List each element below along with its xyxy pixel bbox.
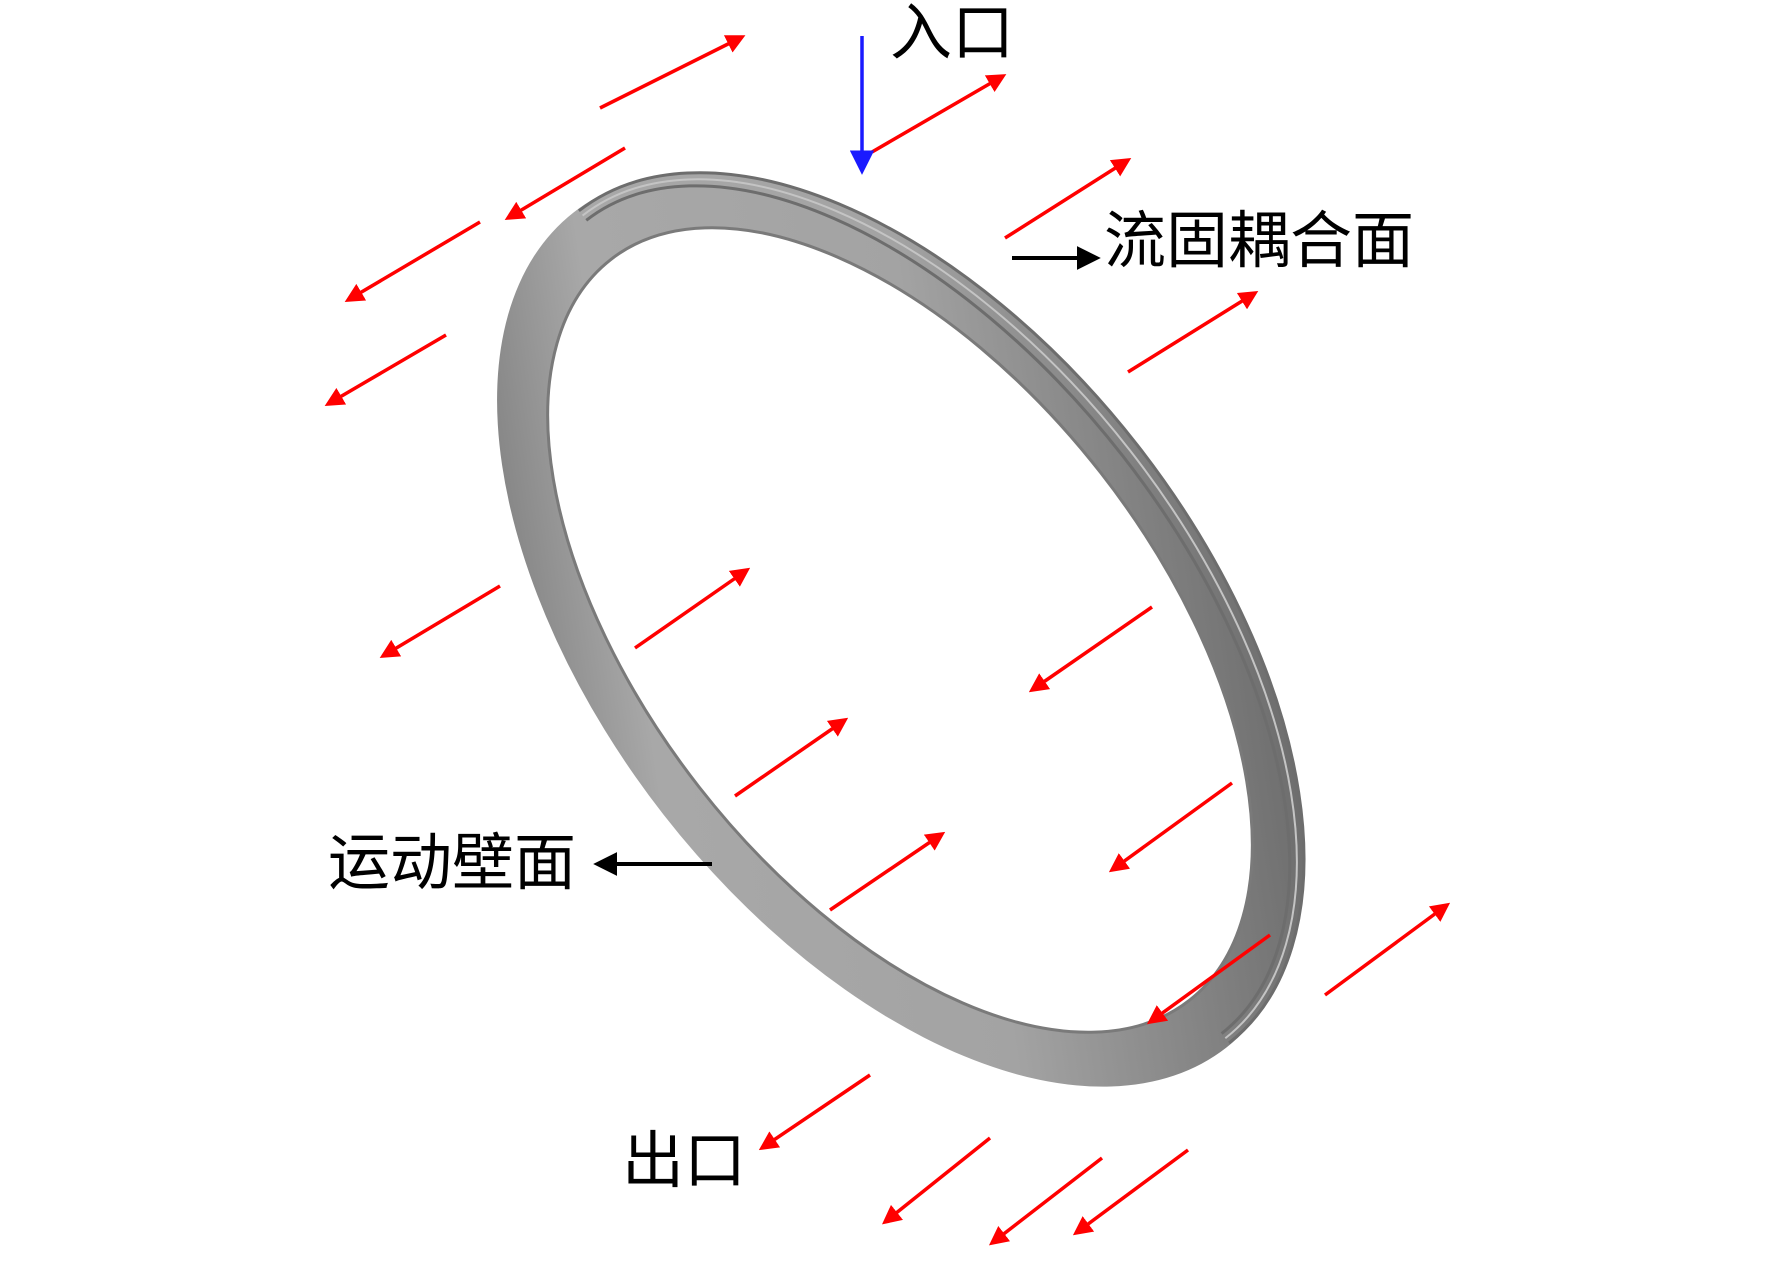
ring-groove-3: [585, 184, 1292, 1035]
displacement-arrow: [988, 1156, 1104, 1246]
displacement-arrow: [758, 1073, 871, 1151]
displacement-arrow: [1323, 902, 1451, 997]
displacement-arrow: [1127, 290, 1259, 374]
displacement-arrow: [633, 567, 751, 650]
moving-wall-label: 运动壁面: [328, 826, 577, 899]
displacement-arrow: [734, 717, 849, 798]
ring-band: [497, 173, 1303, 1087]
displacement-arrow: [379, 584, 501, 658]
displacement-arrow: [599, 35, 746, 110]
seal-ring: [497, 171, 1306, 1087]
displacement-arrow: [1146, 933, 1272, 1025]
displacement-arrow: [324, 333, 447, 406]
displacement-arrow: [829, 831, 946, 912]
displacement-arrow: [1108, 781, 1234, 873]
ring-inner-rim: [546, 226, 1254, 1034]
displacement-arrow: [881, 1136, 992, 1225]
ring-groove-2: [581, 178, 1298, 1040]
displacement-arrow: [871, 74, 1007, 154]
ring-groove-1: [577, 171, 1306, 1045]
displacement-arrow: [1028, 605, 1153, 693]
displacement-arrows: [324, 35, 1451, 1246]
inlet-label: 入口: [890, 0, 1015, 69]
displacement-arrow: [344, 220, 481, 302]
outlet-label: 出口: [622, 1124, 747, 1197]
displacement-arrow: [1072, 1148, 1190, 1236]
displacement-arrow: [504, 146, 626, 220]
fsi-surface-label: 流固耦合面: [1104, 204, 1415, 277]
displacement-arrow: [1004, 157, 1132, 240]
